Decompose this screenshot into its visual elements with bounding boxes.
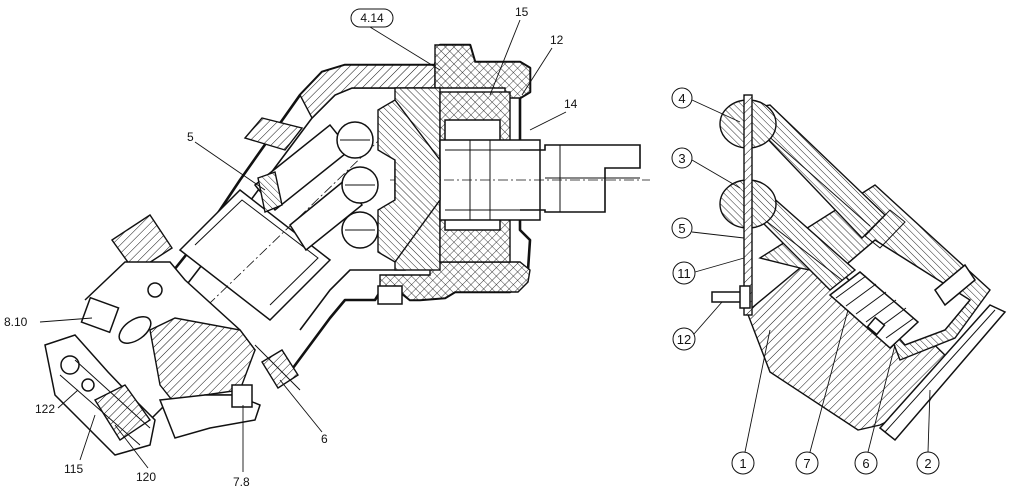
callout-11-right: 11 (677, 266, 691, 281)
cylinder-barrel (178, 189, 332, 321)
upper-boss (243, 117, 304, 151)
spring-stack-7 (828, 271, 920, 350)
slot-ellipse (118, 316, 152, 344)
callout-12-right: 12 (677, 332, 691, 347)
barrel-detail (711, 94, 1007, 442)
callout-5-left: 5 (187, 130, 194, 144)
hatched-spring-5 (257, 171, 283, 213)
drive-shaft (520, 144, 641, 213)
bolt-8-10 (80, 296, 120, 334)
callout-6-left: 6 (321, 432, 328, 446)
callout-115: 115 (64, 462, 83, 476)
pump-cross-section (44, 43, 650, 456)
callout-2-right: 2 (924, 456, 931, 471)
callout-14: 14 (564, 97, 578, 111)
regulator-plug (60, 355, 80, 375)
callout-1-right: 1 (739, 456, 746, 471)
callout-120: 120 (136, 470, 156, 484)
bottom-port (377, 285, 403, 305)
callout-122: 122 (35, 402, 55, 416)
callout-15: 15 (515, 5, 529, 19)
callout-7-right: 7 (803, 456, 810, 471)
flange-bottom (379, 261, 531, 301)
drive-flange (377, 99, 441, 263)
regulator-spool (93, 384, 151, 441)
retaining-plate-11 (743, 94, 753, 316)
piston-lower (289, 178, 364, 252)
port-bolt-circle (147, 282, 163, 298)
left-callouts: 4.14 15 12 14 5 8.10 122 115 120 7.8 6 (4, 5, 578, 489)
callout-4-right: 4 (678, 91, 685, 106)
callout-box-4-14 (350, 8, 394, 28)
thrust-pad (934, 263, 976, 307)
flange-top (434, 44, 531, 99)
right-callouts: 4 3 5 11 12 1 7 6 2 (671, 87, 940, 475)
callout-8-10: 8.10 (4, 315, 28, 329)
callout-12-left: 12 (550, 33, 564, 47)
callout-4-14: 4.14 (360, 11, 384, 25)
callout-6-right: 6 (862, 456, 869, 471)
callout-7-8: 7.8 (233, 475, 250, 489)
end-plate-2 (878, 304, 1007, 442)
callout-5-right: 5 (678, 221, 685, 236)
bolt-7-8 (231, 384, 253, 408)
callout-3-right: 3 (678, 151, 685, 166)
